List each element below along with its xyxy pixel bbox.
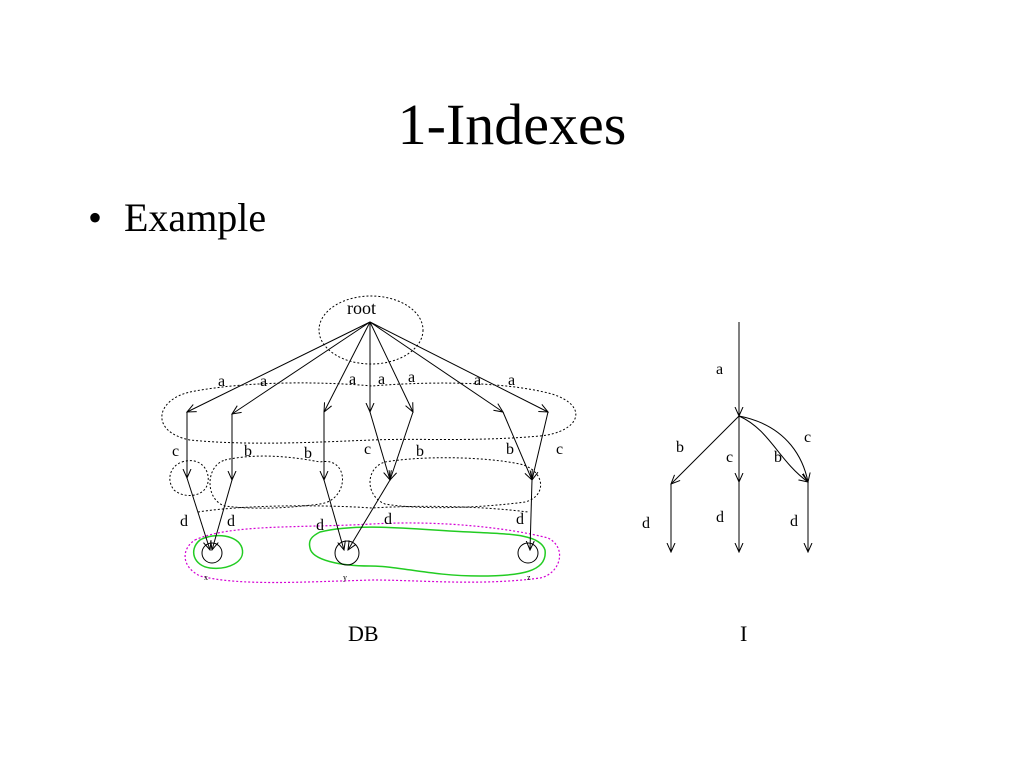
leaf-node-x [201,542,223,564]
c-class-outline-right [369,457,542,509]
db-edges [187,321,548,550]
c-class-outline-left [169,460,209,497]
slide-title: 1-Indexes [397,92,627,157]
edge-label-d1: d [180,513,188,530]
index-edges [671,322,808,552]
index-edge-label-c2: c [804,429,811,446]
index-caption: I [740,621,747,646]
index-edge-labels: a b c c b d d d [642,361,811,532]
leaf-node-z [517,542,539,564]
leaf-class-outline-magenta [184,522,561,584]
db-leaf-labels: x y z [204,573,531,582]
edge-label-c3: c [556,441,563,458]
index-edge-label-d2: d [716,509,724,526]
bullet-item: • Example [88,196,266,240]
bullet-dot-icon: • [88,195,103,240]
leaf-label-z: z [527,573,531,582]
db-edge-labels: a a a a a a a c b b c b b c d d d d d [172,369,563,534]
bullet-list: • Example [88,196,266,240]
index-edge-label-b2: b [774,449,782,466]
root-class-outline [318,295,424,365]
green-outline-x [192,534,244,570]
index-graph: a b c c b d d d I [642,322,811,646]
edge-label-d3: d [316,517,324,534]
leaf-node-y [334,540,360,566]
db-leaf-nodes [201,540,539,566]
edge-label-a7: a [508,372,515,389]
edge-label-d2: d [227,513,235,530]
db-graph: root a a a a a a a c b b c b b c d d d d [161,295,577,646]
edge-label-d4: d [384,511,392,528]
edge-label-a2: a [260,373,267,390]
leaf-label-x: x [204,573,208,582]
leaf-label-y: y [343,573,347,582]
edge-label-a4: a [378,371,385,388]
a-class-outline [161,382,577,444]
db-caption: DB [348,621,379,646]
edge-label-a3: a [349,371,356,388]
db-class-outlines [161,295,577,513]
b-class-outline [209,455,343,509]
index-edge-label-b: b [676,439,684,456]
index-edge-label-c1: c [726,449,733,466]
edge-label-a5: a [408,369,415,386]
edge-label-b3: b [416,443,424,460]
index-class-outlines-green [192,526,546,577]
edge-label-b4: b [506,441,514,458]
edge-label-a1: a [218,373,225,390]
edge-label-b1: b [244,443,252,460]
bullet-text: Example [124,195,267,240]
root-label: root [347,298,376,318]
edge-label-b2: b [304,445,312,462]
green-outline-yz [308,526,546,577]
index-edge-label-d1: d [642,515,650,532]
edge-label-c2: c [364,441,371,458]
edge-label-c1: c [172,443,179,460]
edge-label-d5: d [516,511,524,528]
d-class-outline [197,505,529,513]
index-edge-label-a: a [716,361,723,378]
edge-label-a6: a [474,372,481,389]
index-edge-label-d3: d [790,513,798,530]
